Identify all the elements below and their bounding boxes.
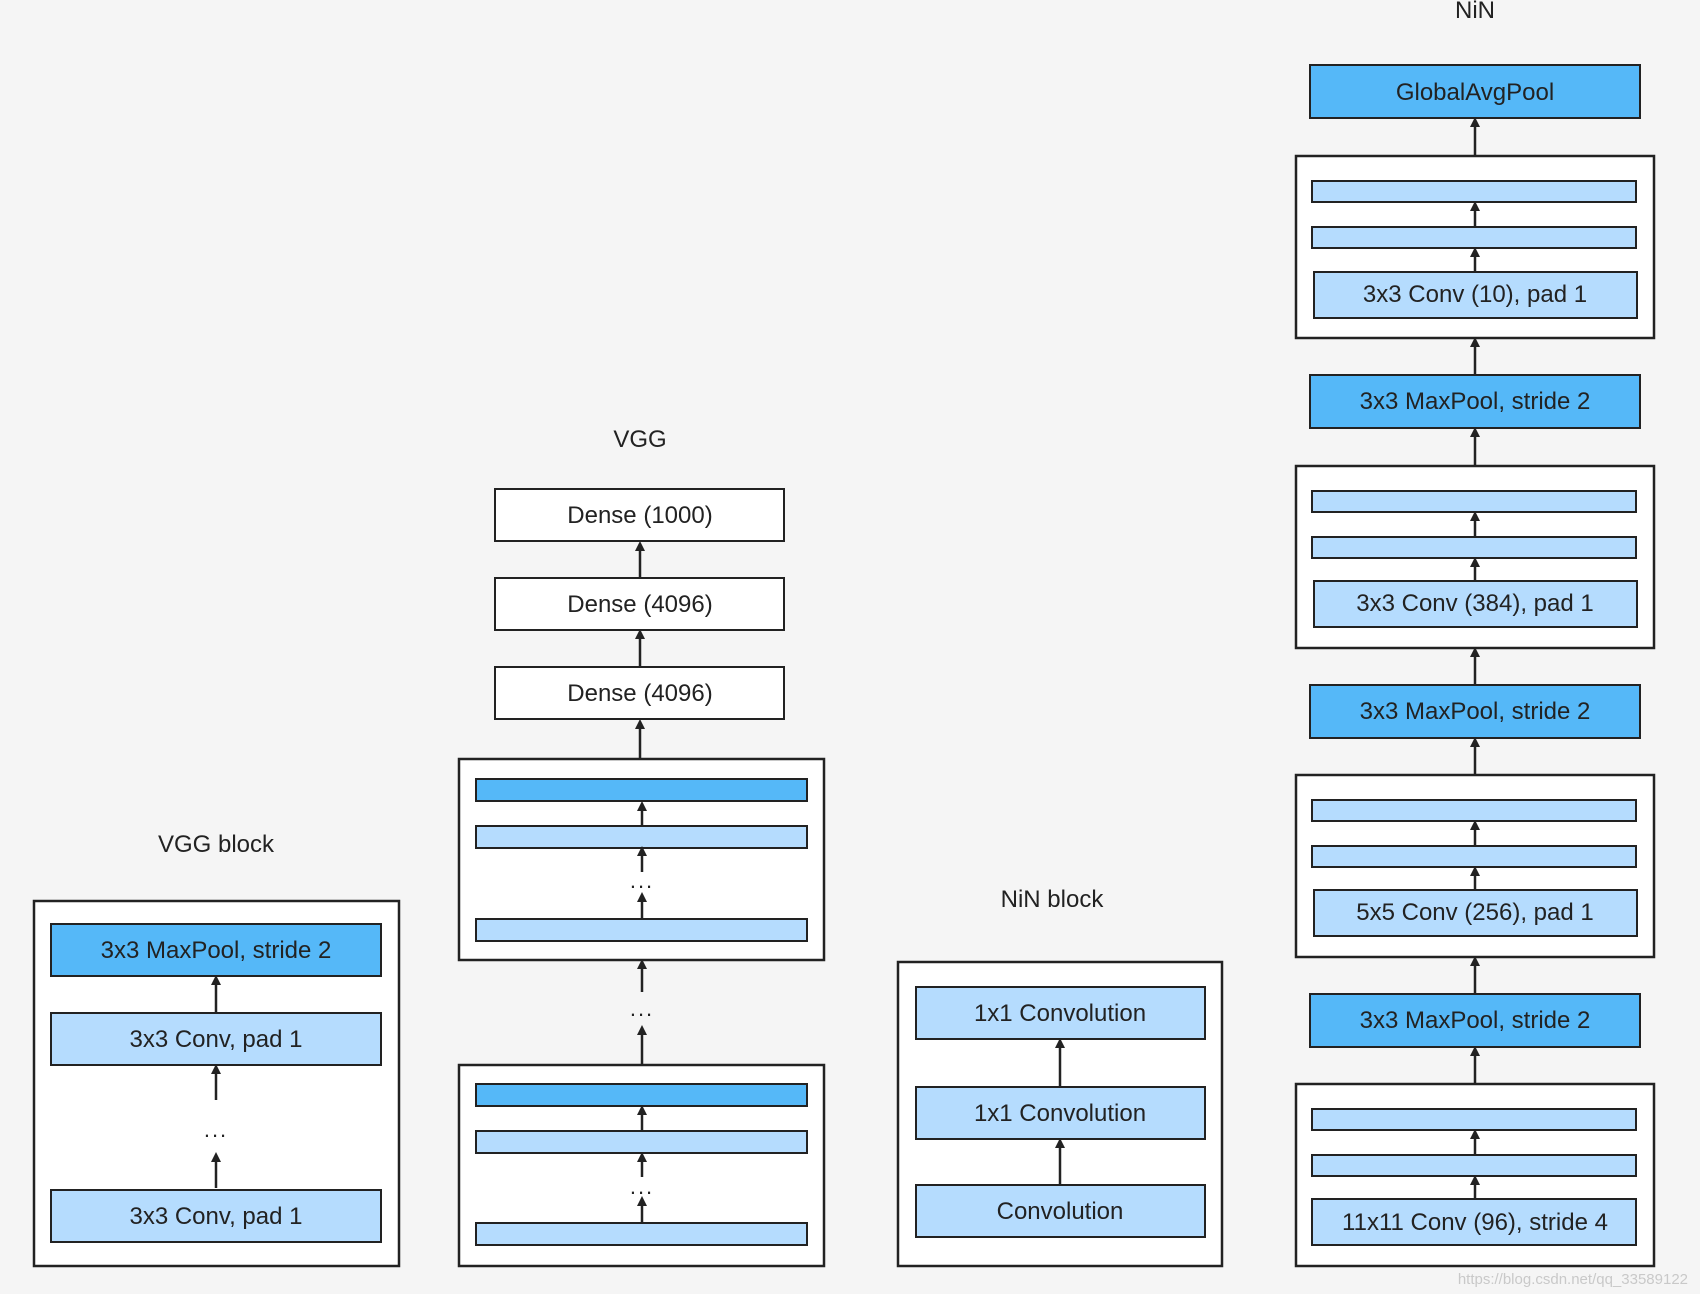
- nin-1x1-conv-layer: [1311, 490, 1637, 513]
- vgg-ellipsis: ...: [630, 868, 654, 893]
- nin-conv-layer: [1313, 271, 1638, 319]
- vgg-conv-layer: [475, 1222, 808, 1246]
- nin-1x1-conv-layer: [1311, 1108, 1637, 1131]
- nin-diagram: NiN GlobalAvgPool 3x3 Conv (10), pad 1 3…: [1294, 0, 1656, 1268]
- vgg-block-conv-label: 3x3 Conv, pad 1: [129, 1026, 302, 1053]
- vgg-dense-hidden-layer: [494, 666, 785, 720]
- vgg-block-conv-label: 3x3 Conv, pad 1: [129, 1203, 302, 1230]
- nin-block-1x1-conv-layer: [915, 986, 1206, 1040]
- nin-block-conv-label: Convolution: [997, 1198, 1124, 1225]
- vgg-block-title: VGG block: [158, 831, 275, 858]
- nin-title: NiN: [1455, 0, 1495, 24]
- nin-block-1x1-conv-label: 1x1 Convolution: [974, 1000, 1146, 1027]
- vgg-maxpool-layer: [475, 778, 808, 802]
- nin-block-conv-layer: [915, 1184, 1206, 1238]
- vgg-diagram: VGG Dense (1000) Dense (4096) Dense (409…: [457, 426, 826, 1268]
- vgg-maxpool-layer: [475, 1083, 808, 1107]
- nin-conv-layer: [1311, 1198, 1637, 1246]
- vgg-title: VGG: [613, 426, 666, 453]
- nin-conv-label: 5x5 Conv (256), pad 1: [1356, 899, 1593, 926]
- nin-1x1-conv-layer: [1311, 536, 1637, 559]
- watermark: https://blog.csdn.net/qq_33589122: [1458, 1271, 1688, 1288]
- nin-1x1-conv-layer: [1311, 226, 1637, 249]
- vgg-dense-output-label: Dense (1000): [567, 502, 712, 529]
- vgg-dense-hidden-label: Dense (4096): [567, 680, 712, 707]
- nin-conv-label: 3x3 Conv (384), pad 1: [1356, 590, 1593, 617]
- nin-conv-label: 3x3 Conv (10), pad 1: [1363, 281, 1587, 308]
- nin-block-diagram: NiN block 1x1 Convolution 1x1 Convolutio…: [896, 886, 1224, 1268]
- nin-maxpool-label: 3x3 MaxPool, stride 2: [1360, 1007, 1591, 1034]
- vgg-block-maxpool-label: 3x3 MaxPool, stride 2: [101, 937, 332, 964]
- nin-maxpool-label: 3x3 MaxPool, stride 2: [1360, 698, 1591, 725]
- nin-maxpool-label: 3x3 MaxPool, stride 2: [1360, 388, 1591, 415]
- vgg-dense-hidden-label: Dense (4096): [567, 591, 712, 618]
- vgg-block-ellipsis: ...: [204, 1117, 228, 1142]
- nin-1x1-conv-layer: [1311, 845, 1637, 868]
- nin-maxpool-layer: [1309, 684, 1641, 739]
- vgg-conv-layer: [475, 918, 808, 942]
- nin-1x1-conv-layer: [1311, 180, 1637, 203]
- vgg-conv-layer: [475, 1130, 808, 1154]
- vgg-block-conv-layer: [50, 1189, 382, 1243]
- vgg-dense-hidden-layer: [494, 577, 785, 631]
- vgg-block-maxpool-layer: [50, 923, 382, 977]
- nin-1x1-conv-layer: [1311, 799, 1637, 822]
- vgg-block-diagram: VGG block 3x3 MaxPool, stride 2 3x3 Conv…: [32, 831, 401, 1268]
- nin-maxpool-layer: [1309, 993, 1641, 1048]
- nin-1x1-conv-layer: [1311, 1154, 1637, 1177]
- nin-block-title: NiN block: [1001, 886, 1105, 913]
- nin-global-avg-pool-layer: [1309, 64, 1641, 119]
- vgg-conv-layer: [475, 825, 808, 849]
- nin-conv-layer: [1313, 580, 1638, 628]
- nin-block-1x1-conv-layer: [915, 1086, 1206, 1140]
- vgg-ellipsis: ...: [630, 1174, 654, 1199]
- vgg-ellipsis: ...: [630, 996, 654, 1021]
- nin-conv-layer: [1313, 889, 1638, 937]
- nin-conv-label: 11x11 Conv (96), stride 4: [1342, 1209, 1608, 1236]
- nin-block-1x1-conv-label: 1x1 Convolution: [974, 1100, 1146, 1127]
- nin-global-avg-pool-label: GlobalAvgPool: [1396, 79, 1554, 106]
